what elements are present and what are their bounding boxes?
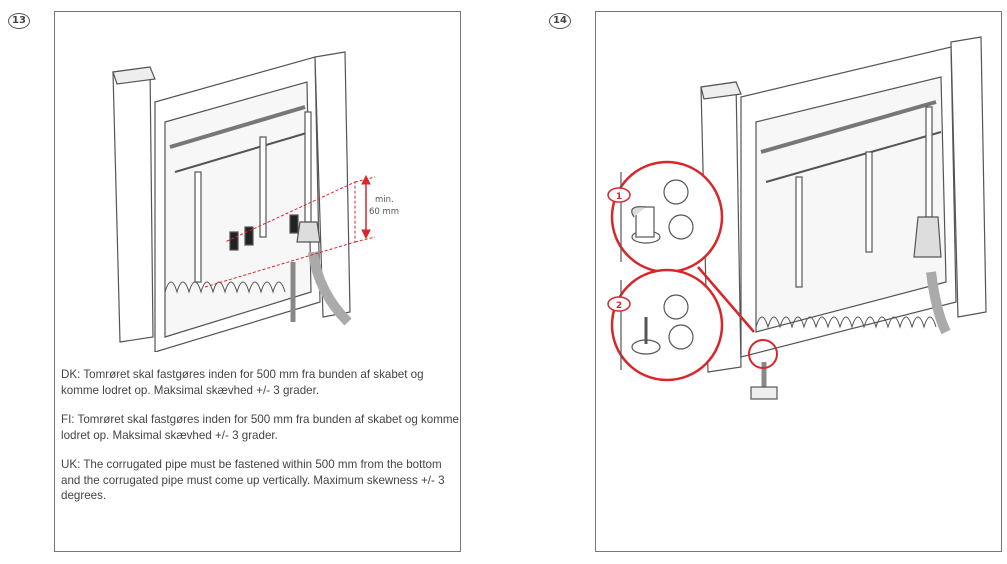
callout-number-2: 2 <box>616 301 622 311</box>
step-13-panel: min. 60 mm DK: Tomrøret skal fastgøres i… <box>54 11 461 552</box>
instruction-uk: UK: The corrugated pipe must be fastened… <box>61 458 445 502</box>
measurement-label-60mm: 60 mm <box>369 207 399 217</box>
detail-callout-circle <box>610 160 724 274</box>
callout-badge <box>607 296 631 312</box>
step-number-badge: 13 <box>8 13 30 29</box>
instruction-fi: FI: Tomrøret skal fastgøres inden for 50… <box>61 413 460 442</box>
callout-badge <box>607 187 631 203</box>
instruction-text: DK: Tomrøret skal fastgøres inden for 50… <box>61 367 461 518</box>
detail-callout-circle <box>610 268 724 382</box>
step-number-badge: 14 <box>549 13 571 29</box>
manifold-cabinet-illustration: 1 2 <box>607 36 987 400</box>
instruction-dk: DK: Tomrøret skal fastgøres inden for 50… <box>61 368 424 397</box>
callout-number-1: 1 <box>616 192 622 202</box>
step-14-panel: 1 2 <box>595 11 1002 552</box>
manifold-cabinet-illustration: min. 60 mm <box>112 51 399 352</box>
measurement-label-min: min. <box>375 195 394 205</box>
